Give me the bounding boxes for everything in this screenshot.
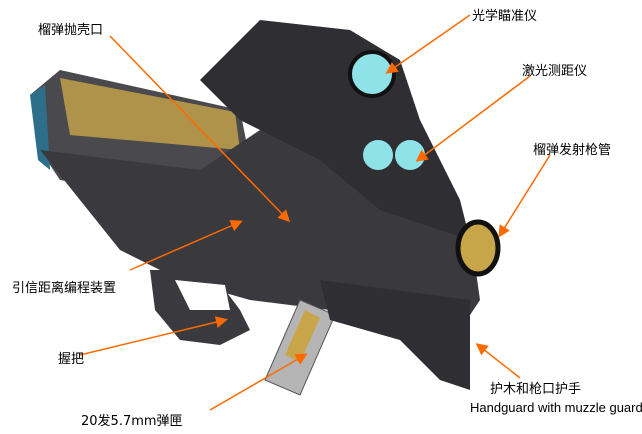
label-handguard-en: Handguard with muzzle guard <box>470 400 642 415</box>
label-grip: 握把 <box>58 352 85 367</box>
handguard <box>320 280 470 390</box>
laser-lens-1 <box>363 140 393 170</box>
label-grenade-launcher-barrel: 榴弹发射枪管 <box>533 143 612 158</box>
label-laser-rangefinder: 激光测距仪 <box>522 64 588 79</box>
callout-arrows <box>79 14 551 411</box>
optical-sight-lens <box>348 50 396 98</box>
trigger-guard-opening <box>175 280 230 310</box>
magazine-rounds <box>285 310 320 362</box>
receiver <box>40 130 480 330</box>
label-optical-sight: 光学瞄准仪 <box>472 9 538 24</box>
label-handguard-zh: 护木和枪口护手 <box>490 382 582 397</box>
stock-butt-pad <box>30 85 50 170</box>
label-grenade-ejection-port: 榴弹抛壳口 <box>38 23 104 38</box>
label-fuze-programmer: 引信距离编程装置 <box>12 281 117 296</box>
transparent-stock-cutaway <box>60 78 240 150</box>
launcher-muzzle <box>455 219 501 277</box>
label-magazine: 20发5.7mm弹匣 <box>81 414 183 429</box>
sight-housing <box>200 20 470 240</box>
laser-lens-2 <box>395 140 425 170</box>
